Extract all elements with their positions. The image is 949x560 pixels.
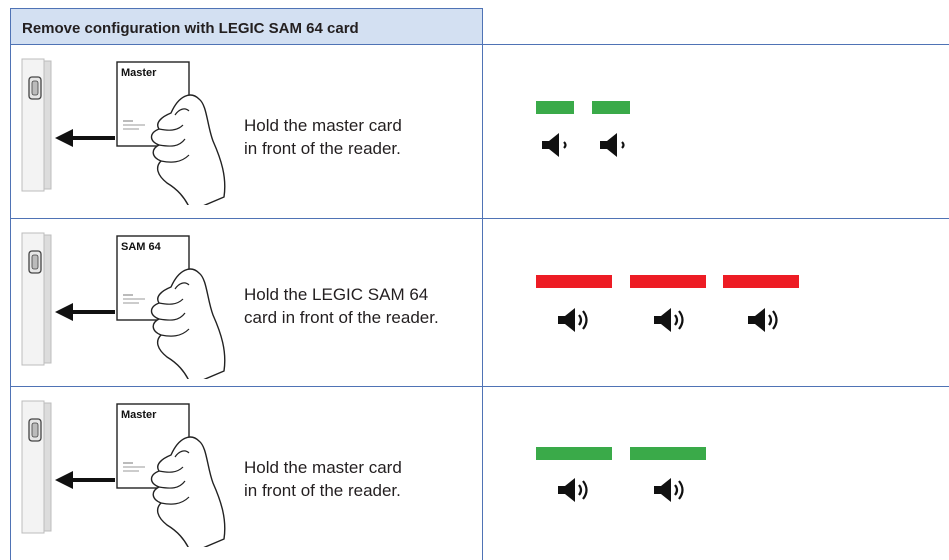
- step-instruction: Hold the master card in front of the rea…: [244, 114, 402, 160]
- instruction-line: Hold the LEGIC SAM 64: [244, 285, 429, 304]
- card-label: Master: [121, 67, 157, 79]
- instruction-line: in front of the reader.: [244, 481, 401, 500]
- instruction-line: in front of the reader.: [244, 139, 401, 158]
- step-cell: Master Hold the master card in front of …: [10, 45, 483, 219]
- reader-card-illustration: Master: [21, 58, 226, 205]
- card-label: Master: [121, 409, 157, 421]
- instruction-line: Hold the master card: [244, 116, 402, 135]
- led-green-short: [536, 101, 574, 114]
- speaker-long-beep-icon: [556, 476, 588, 504]
- header-divider: [483, 44, 949, 45]
- card-label: SAM 64: [121, 241, 162, 253]
- led-green-short: [592, 101, 630, 114]
- led-red-long: [723, 275, 799, 288]
- step-cell: Master Hold the master card in front of …: [10, 387, 483, 560]
- led-red-long: [536, 275, 612, 288]
- instruction-line: Hold the master card: [244, 458, 402, 477]
- step-row-3: Master Hold the master card in front of …: [10, 387, 949, 560]
- led-red-long: [630, 275, 706, 288]
- speaker-long-beep-icon: [556, 306, 588, 334]
- step-instruction: Hold the master card in front of the rea…: [244, 456, 402, 502]
- step-instruction: Hold the LEGIC SAM 64 card in front of t…: [244, 283, 439, 329]
- reader-card-illustration: Master: [21, 400, 226, 547]
- reader-card-illustration: SAM 64: [21, 232, 226, 379]
- step-row-2: SAM 64 Hold the LEGIC SAM 64 card in fro…: [10, 219, 949, 387]
- speaker-short-beep-icon: [540, 131, 567, 159]
- instruction-line: card in front of the reader.: [244, 308, 439, 327]
- speaker-short-beep-icon: [598, 131, 625, 159]
- speaker-long-beep-icon: [652, 476, 684, 504]
- row-divider: [10, 386, 949, 387]
- led-green-long: [630, 447, 706, 460]
- speaker-long-beep-icon: [746, 306, 778, 334]
- table-title: Remove configuration with LEGIC SAM 64 c…: [22, 20, 359, 37]
- table-header: Remove configuration with LEGIC SAM 64 c…: [10, 8, 483, 45]
- led-green-long: [536, 447, 612, 460]
- step-cell: SAM 64 Hold the LEGIC SAM 64 card in fro…: [10, 219, 483, 387]
- row-divider: [10, 218, 949, 219]
- speaker-long-beep-icon: [652, 306, 684, 334]
- step-row-1: Master Hold the master card in front of …: [10, 45, 949, 219]
